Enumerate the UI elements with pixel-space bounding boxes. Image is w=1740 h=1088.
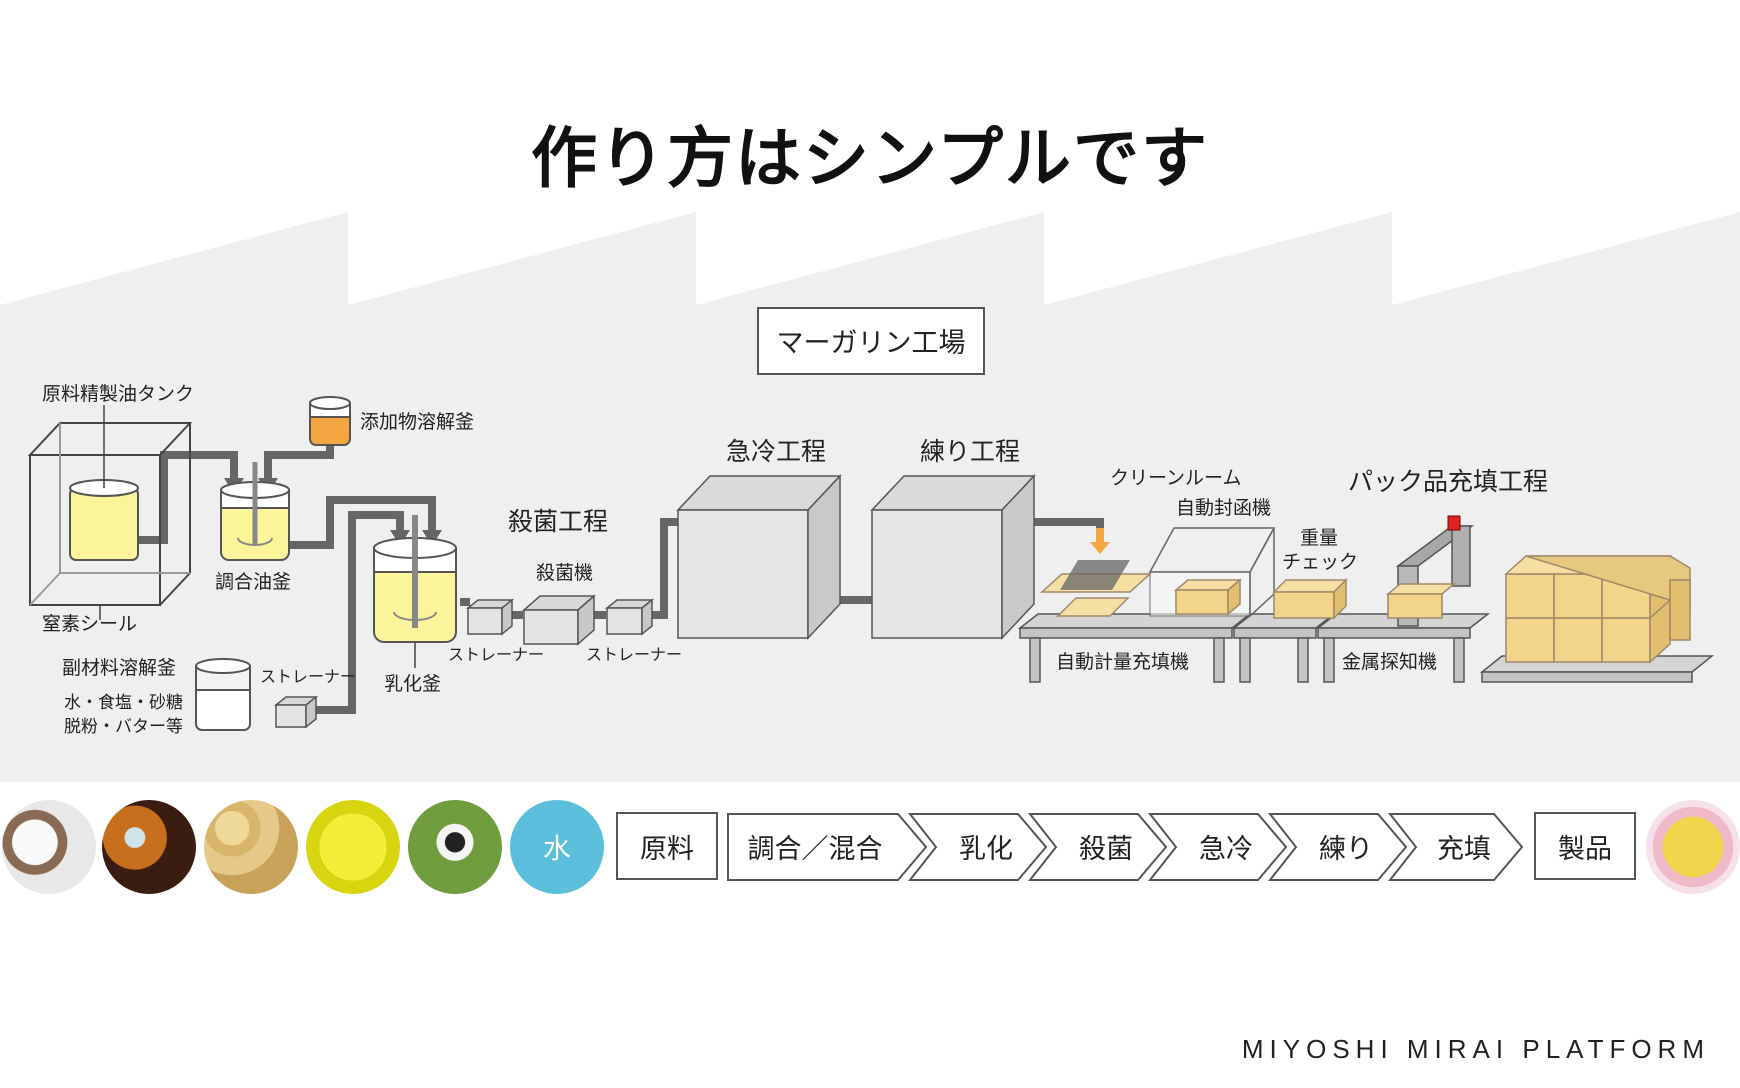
step-sterilize: 殺菌 — [1066, 812, 1146, 880]
margarine-product-image — [1646, 800, 1740, 894]
pack-process-label: パック品充填工程 — [1348, 467, 1548, 496]
weight-check-label-1: 重量 — [1300, 527, 1338, 549]
sub-items-line-1: 水・食塩・砂糖 — [64, 693, 183, 713]
quench-process-label: 急冷工程 — [726, 437, 826, 466]
step-raw-material: 原料 — [616, 812, 718, 880]
step-emulsify-label: 乳化 — [959, 833, 1013, 865]
step-sterilize-label: 殺菌 — [1079, 833, 1133, 865]
raw-oil-tank-label: 原料精製油タンク — [42, 383, 194, 405]
coconut-image — [2, 800, 96, 894]
auto-filler-label: 自動計量充填機 — [1056, 651, 1189, 673]
stacked-product-boxes — [1504, 554, 1691, 664]
sub-items-line-2: 脱粉・バター等 — [64, 717, 183, 737]
palm-fruit-image — [102, 800, 196, 894]
dairy-cow-image — [408, 800, 502, 894]
step-knead-label: 練り — [1319, 833, 1373, 865]
strainer-1-label: ストレーナー — [260, 667, 356, 686]
blend-tank-label: 調合油釜 — [215, 571, 291, 593]
water-circle: 水 — [510, 800, 604, 894]
clean-room-label: クリーンルーム — [1110, 467, 1241, 489]
factory-label: マーガリン工場 — [777, 328, 966, 359]
nitrogen-seal-label: 窒素シール — [42, 613, 137, 635]
strainer-2-label: ストレーナー — [448, 645, 544, 664]
strainer-3-label: ストレーナー — [586, 645, 682, 664]
page-title: 作り方はシンプルです — [530, 120, 1210, 197]
step-blend-mix-label: 調合／混合 — [747, 833, 883, 865]
emulsify-tank-label: 乳化釜 — [384, 673, 441, 695]
soybean-image — [204, 800, 298, 894]
step-fill: 充填 — [1424, 812, 1504, 880]
step-knead: 練り — [1306, 812, 1386, 880]
step-quench-label: 急冷 — [1199, 833, 1253, 865]
rapeseed-flower-image — [306, 800, 400, 894]
knead-process-label: 練り工程 — [920, 437, 1020, 466]
footer-brand: MIYOSHI MIRAI PLATFORM — [1241, 1034, 1710, 1064]
step-quench: 急冷 — [1186, 812, 1266, 880]
additive-tank-label: 添加物溶解釜 — [360, 411, 474, 433]
step-product: 製品 — [1534, 812, 1636, 880]
auto-sealer-label: 自動封函機 — [1176, 497, 1271, 519]
step-fill-label: 充填 — [1437, 833, 1491, 865]
sterilize-process-label: 殺菌工程 — [508, 507, 608, 536]
step-emulsify: 乳化 — [946, 812, 1026, 880]
sub-tank-label: 副材料溶解釜 — [62, 657, 176, 679]
flow-chevrons — [727, 813, 1524, 881]
weight-check-label-2: チェック — [1282, 551, 1358, 573]
step-blend-mix: 調合／混合 — [730, 812, 900, 880]
sterilizer-label: 殺菌機 — [536, 562, 593, 584]
metal-detector-label: 金属探知機 — [1342, 651, 1437, 673]
